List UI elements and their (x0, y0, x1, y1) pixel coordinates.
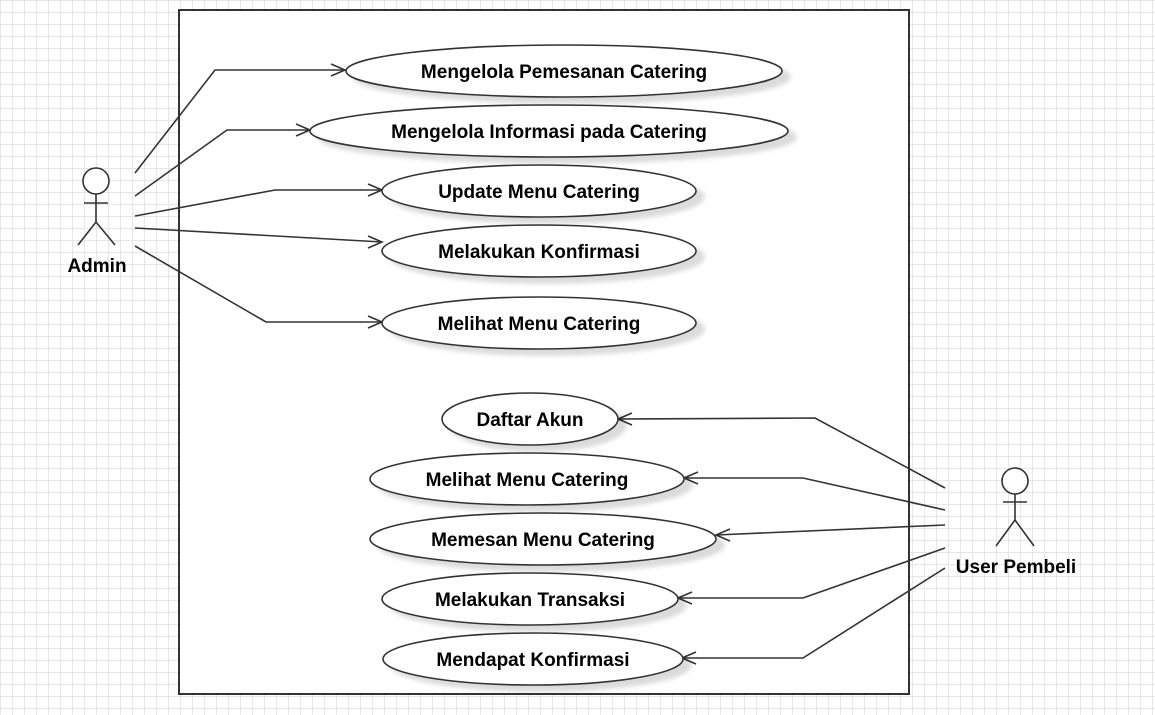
usecase-label: Mengelola Pemesanan Catering (421, 62, 707, 83)
usecase-user-melihat-menu[interactable]: Melihat Menu Catering (369, 452, 685, 506)
usecase-melakukan-transaksi[interactable]: Melakukan Transaksi (381, 572, 679, 626)
usecase-mengelola-pemesanan[interactable]: Mengelola Pemesanan Catering (345, 44, 783, 98)
usecase-ellipse (441, 392, 619, 446)
arrowhead (713, 528, 731, 542)
usecase-ellipse (381, 572, 679, 626)
usecase-update-menu[interactable]: Update Menu Catering (381, 164, 697, 218)
usecase-mengelola-informasi[interactable]: Mengelola Informasi pada Catering (309, 104, 789, 158)
user-actor-leg-right (1014, 519, 1035, 547)
usecase-label: Melakukan Konfirmasi (438, 242, 640, 263)
usecase-mendapat-konfirmasi[interactable]: Mendapat Konfirmasi (382, 632, 684, 686)
usecase-ellipse (381, 224, 697, 278)
user-actor-head (1001, 467, 1029, 495)
usecase-daftar-akun[interactable]: Daftar Akun (441, 392, 619, 446)
admin-actor-leg-right (95, 221, 116, 246)
assoc-user-4 (678, 547, 946, 599)
usecase-admin-melihat-menu[interactable]: Melihat Menu Catering (381, 296, 697, 350)
usecase-ellipse (345, 44, 783, 98)
usecase-label: Mengelola Informasi pada Catering (391, 122, 707, 143)
admin-actor-leg-left (77, 221, 97, 246)
usecase-ellipse (381, 296, 697, 350)
usecase-label: Mendapat Konfirmasi (436, 650, 629, 671)
admin-actor[interactable] (77, 167, 116, 246)
arrowhead (330, 63, 348, 77)
assoc-user-3 (715, 524, 946, 536)
usecase-label: Melihat Menu Catering (426, 470, 629, 491)
admin-actor-label: Admin (67, 256, 126, 277)
assoc-user-2 (684, 477, 946, 511)
assoc-admin-1 (134, 69, 345, 174)
assoc-admin-5 (134, 245, 382, 323)
assoc-admin-2 (134, 129, 310, 197)
user-actor-leg-left (995, 519, 1016, 547)
usecase-ellipse (369, 512, 717, 566)
usecase-label: Melihat Menu Catering (438, 314, 641, 335)
assoc-user-5 (682, 567, 946, 659)
usecase-ellipse (382, 632, 684, 686)
usecase-ellipse (369, 452, 685, 506)
usecase-ellipse (381, 164, 697, 218)
usecase-label: Update Menu Catering (438, 182, 640, 203)
usecase-label: Memesan Menu Catering (431, 530, 655, 551)
usecase-ellipse (309, 104, 789, 158)
user-pembeli-actor-label: User Pembeli (956, 557, 1076, 578)
assoc-admin-3 (134, 189, 382, 217)
user-pembeli-actor[interactable] (995, 467, 1035, 547)
admin-actor-head (82, 167, 110, 195)
usecase-melakukan-konfirmasi[interactable]: Melakukan Konfirmasi (381, 224, 697, 278)
usecase-memesan-menu[interactable]: Memesan Menu Catering (369, 512, 717, 566)
assoc-user-1 (617, 417, 946, 489)
assoc-admin-4 (134, 227, 383, 243)
usecase-label: Melakukan Transaksi (435, 590, 625, 611)
usecase-label: Daftar Akun (477, 410, 584, 431)
arrowhead (367, 235, 385, 249)
